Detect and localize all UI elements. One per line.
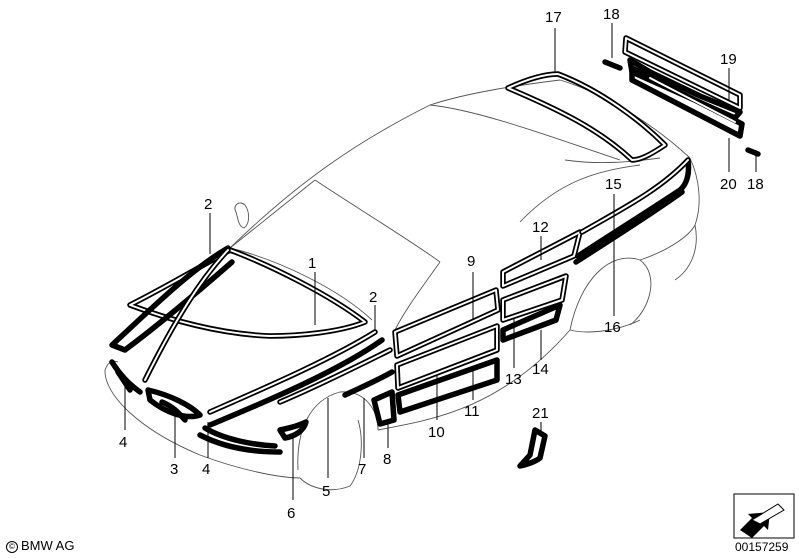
callout-15: 15 bbox=[605, 176, 622, 193]
hood-trim-1 bbox=[127, 247, 368, 339]
callout-5: 5 bbox=[322, 483, 330, 500]
hood-stripe-2-left bbox=[109, 245, 235, 383]
callout-10: 10 bbox=[428, 424, 445, 441]
trunk-trim-18-left bbox=[602, 59, 623, 71]
callout-9: 9 bbox=[467, 253, 475, 270]
callout-13: 13 bbox=[505, 371, 522, 388]
callout-19: 19 bbox=[720, 51, 737, 68]
fender-trim-7 bbox=[342, 369, 395, 398]
callout-21: 21 bbox=[532, 405, 549, 422]
callout-4-right: 4 bbox=[202, 461, 210, 478]
rear-quarter-trim-15 bbox=[575, 157, 692, 259]
callout-2-hood-right: 2 bbox=[369, 289, 377, 306]
callout-17: 17 bbox=[545, 9, 562, 26]
door-trim-12 bbox=[500, 229, 583, 289]
leader-lines bbox=[124, 23, 757, 500]
callout-20: 20 bbox=[720, 176, 737, 193]
callout-4-left: 4 bbox=[119, 434, 127, 451]
callout-18-top: 18 bbox=[603, 6, 620, 23]
fender-trim-5 bbox=[277, 347, 393, 405]
callout-12: 12 bbox=[532, 219, 549, 236]
door-trim-8 bbox=[371, 389, 397, 427]
copyright-icon: © bbox=[6, 541, 18, 553]
door-trim-9 bbox=[392, 287, 501, 359]
copyright-text: BMW AG bbox=[21, 538, 75, 553]
door-trim-14 bbox=[500, 302, 563, 343]
callout-14: 14 bbox=[532, 361, 549, 378]
door-trim-10 bbox=[394, 323, 500, 391]
door-trim-13 bbox=[500, 273, 569, 323]
orientation-arrow-icon bbox=[733, 493, 795, 539]
copyright-notice: ©BMW AG bbox=[6, 538, 74, 553]
callout-6: 6 bbox=[287, 505, 295, 522]
callout-18-right: 18 bbox=[747, 176, 764, 193]
callout-7: 7 bbox=[358, 461, 366, 478]
door-trim-11 bbox=[395, 357, 500, 415]
callout-3: 3 bbox=[170, 461, 178, 478]
front-grille-trim-3 bbox=[145, 387, 203, 423]
hood-stripe-2-right bbox=[207, 329, 385, 428]
trunk-trim-20 bbox=[629, 65, 745, 139]
callout-11: 11 bbox=[464, 403, 480, 420]
front-bumper-trim-4-left bbox=[109, 359, 143, 395]
roof-trim-17 bbox=[505, 71, 668, 163]
callouts: 1 2 2 3 4 4 5 6 7 8 9 10 11 12 13 14 15 … bbox=[119, 6, 764, 522]
callout-2-hood-left: 2 bbox=[204, 196, 212, 213]
headlight-trim-6 bbox=[277, 419, 309, 441]
rear-quarter-trim-16 bbox=[573, 189, 685, 265]
callout-1: 1 bbox=[308, 255, 316, 272]
callout-8: 8 bbox=[383, 451, 391, 468]
callout-16: 16 bbox=[604, 319, 621, 336]
front-bumper-trim-4-right bbox=[197, 425, 283, 455]
document-number: 00157259 bbox=[735, 540, 789, 554]
part-21-bracket bbox=[517, 427, 548, 469]
